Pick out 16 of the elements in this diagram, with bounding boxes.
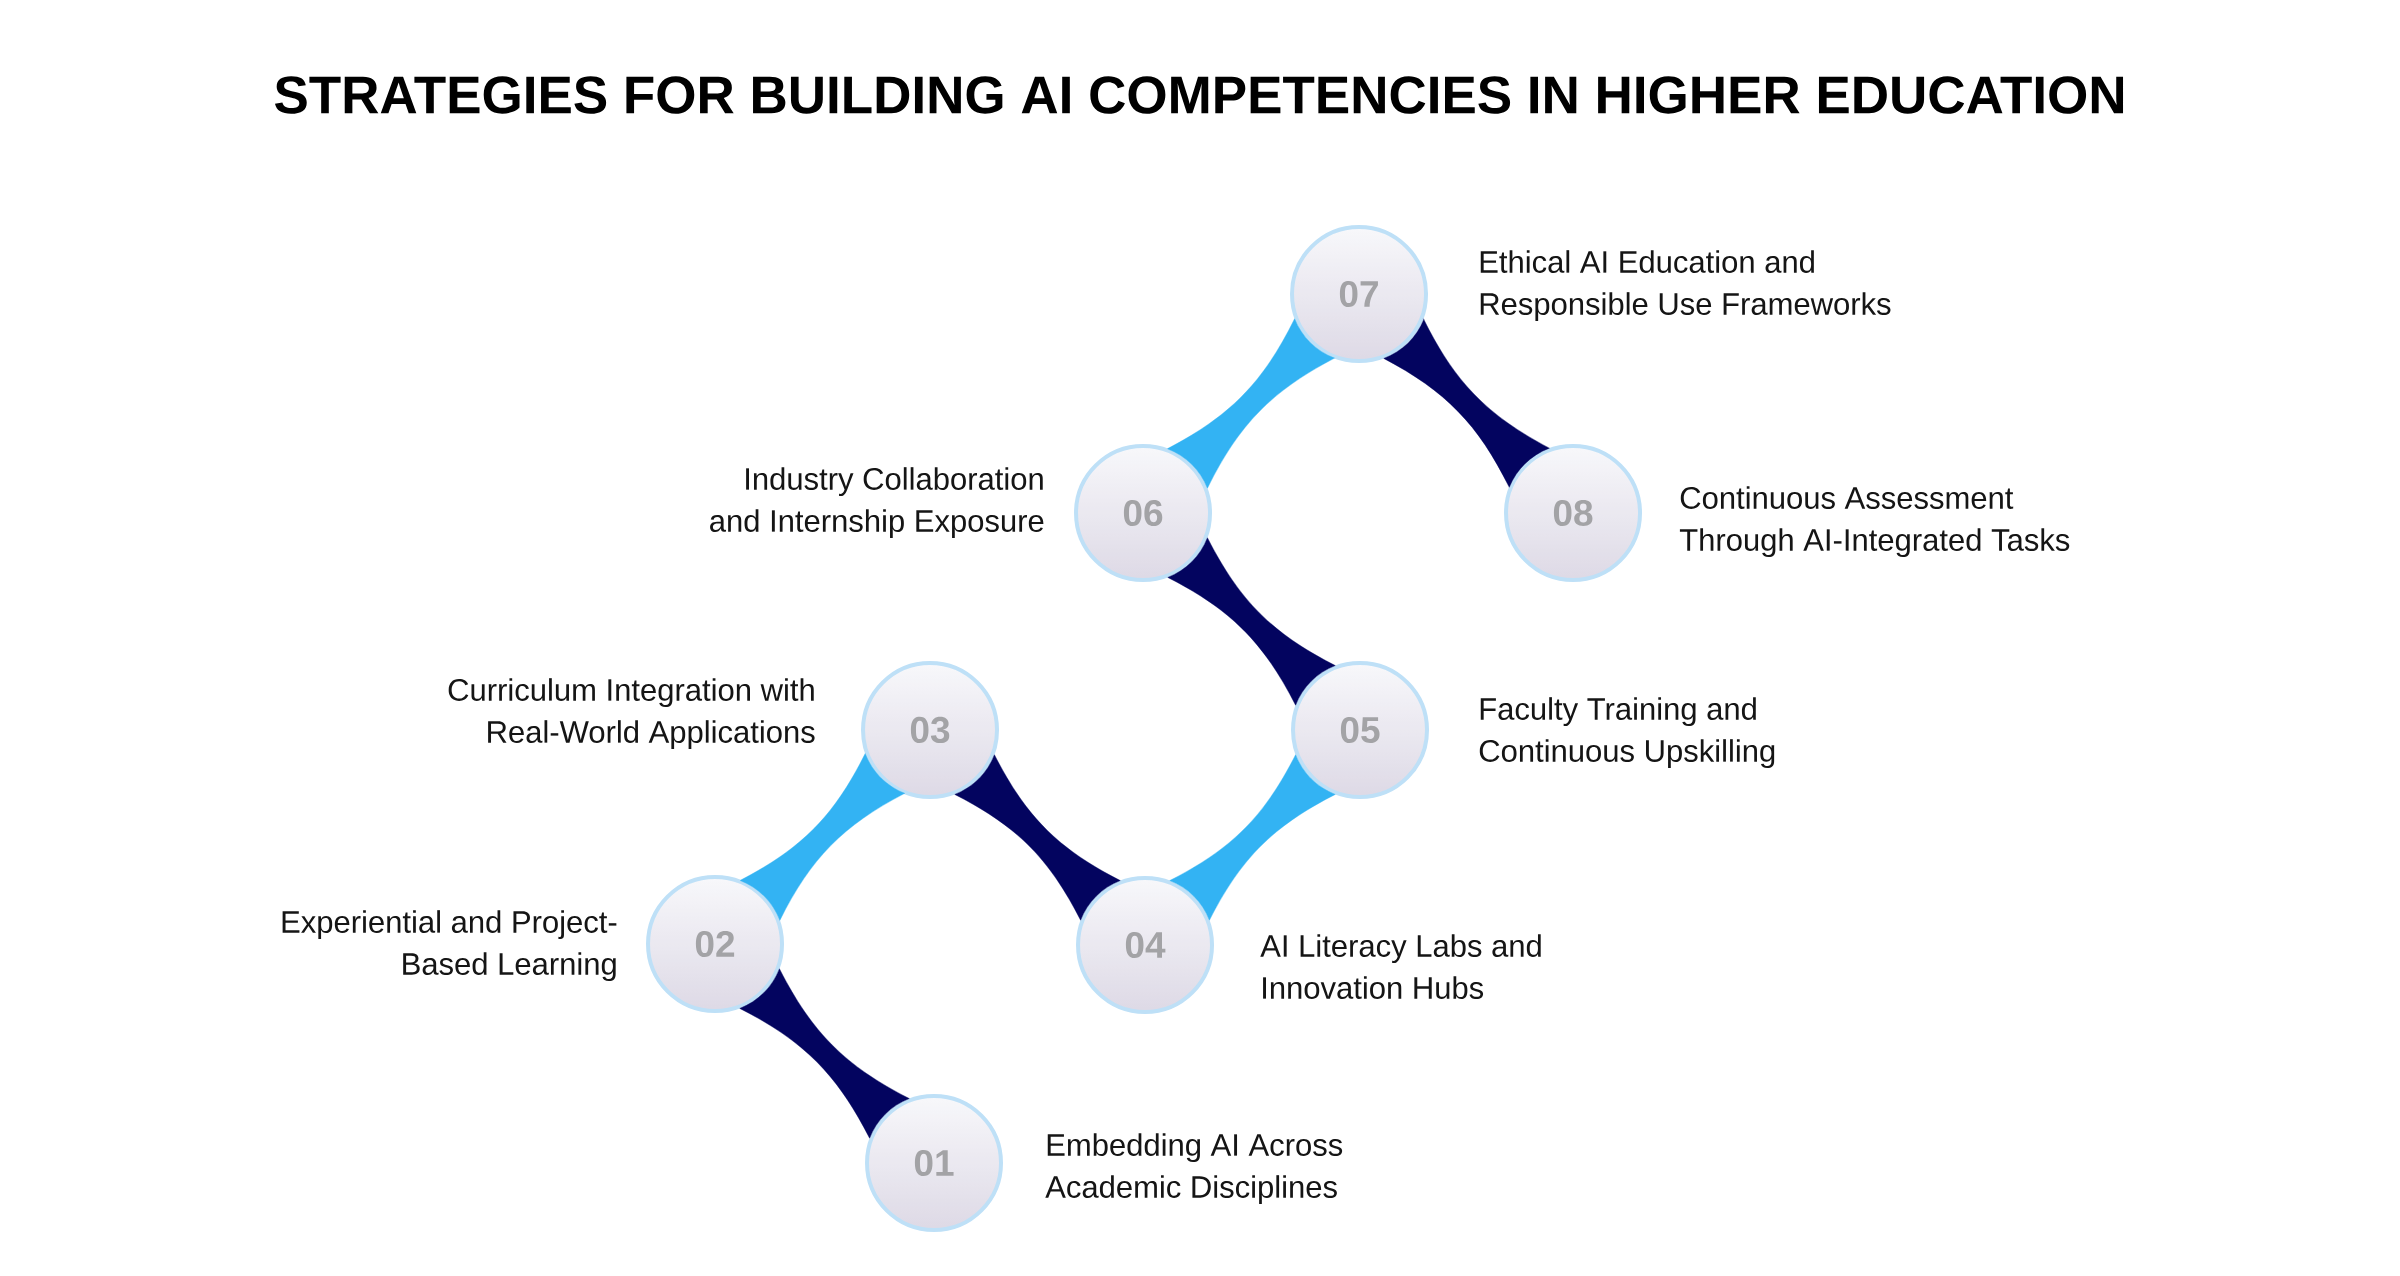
connector-band (954, 754, 1121, 921)
description-text: Ethical AI Education and Responsible Use Frameworks (1480, 250, 1891, 322)
connector-band (739, 968, 910, 1139)
connector-band (1169, 754, 1336, 921)
connector-band (1167, 318, 1335, 489)
connector-band (740, 753, 905, 921)
title: STRATEGIES FOR BUILDING AI COMPETENCIES IN HIGHER EDUCATION (275, 76, 2124, 114)
connector-band (1383, 318, 1550, 488)
description-text: Continuous Assessment Through AI-Integrated Tasks (1679, 486, 2070, 558)
connector-band (1167, 537, 1336, 706)
description-text: Industry Collaboration and Internship Exposure (710, 467, 1044, 539)
description-text: Faculty Training and Continuous Upskilling (1479, 697, 1775, 769)
description-text: AI Literacy Labs and Innovation Hubs (1260, 934, 1541, 999)
description-text: Experiential and Project-Based Learning (282, 910, 617, 982)
description-text: Curriculum Integration with Real-World Applications (448, 678, 815, 750)
description-text: Embedding AI Across Academic Disciplines (1045, 1133, 1343, 1205)
